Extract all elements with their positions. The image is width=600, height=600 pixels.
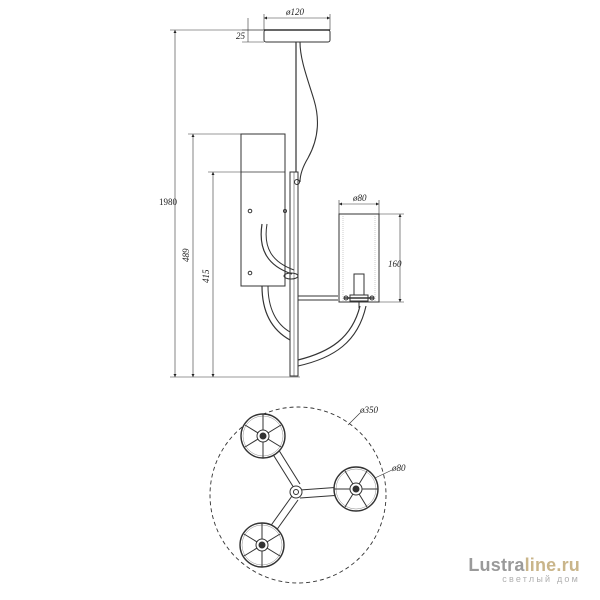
leader-plan-diameter <box>347 412 361 426</box>
power-cable <box>299 41 318 183</box>
dim-total-height: 1980 <box>159 197 178 207</box>
watermark-brand-part2: line.ru <box>524 555 580 575</box>
dim-plan-diameter: ø350 <box>359 405 379 415</box>
dim-plan-shade-diameter: ø80 <box>391 463 406 473</box>
plan-shade-1 <box>240 413 286 459</box>
dim-shade-height: 160 <box>388 259 402 269</box>
dim-canopy-height: 25 <box>236 31 246 41</box>
dim-canopy-diameter: ø120 <box>285 7 305 17</box>
plan-outline-circle <box>209 406 387 584</box>
watermark-brand-part1: Lustra <box>468 555 525 575</box>
rear-shade-block <box>240 133 286 287</box>
brand-watermark: Lustraline.ru светлый дом <box>468 555 580 584</box>
side-elevation <box>170 14 404 378</box>
dim-body-height: 489 <box>181 248 191 262</box>
watermark-tagline: светлый дом <box>502 574 580 584</box>
lamp-socket <box>353 273 365 297</box>
dim-arm-height: 415 <box>201 269 211 283</box>
plan-view <box>209 406 393 584</box>
front-arm <box>297 305 361 361</box>
leader-plan-shade <box>374 469 393 479</box>
plan-shade-3 <box>239 522 285 568</box>
canopy <box>263 29 331 43</box>
rear-arm-lower <box>261 285 291 341</box>
dim-shade-diameter: ø80 <box>352 193 367 203</box>
plan-hub <box>289 485 303 499</box>
watermark-logo: Lustraline.ru <box>468 555 580 576</box>
rear-arm-upper <box>260 223 293 275</box>
plan-shade-2 <box>333 466 379 512</box>
